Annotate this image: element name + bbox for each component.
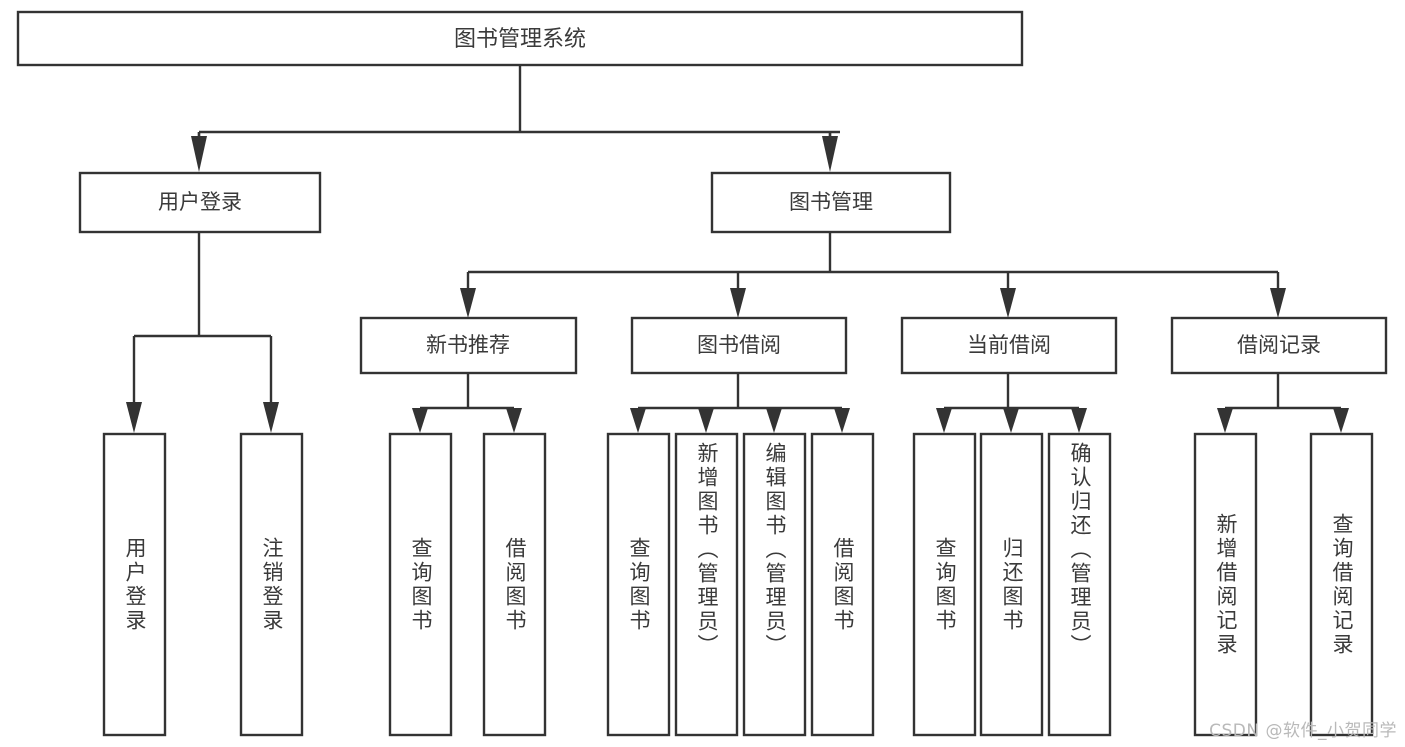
arrow-into-leaf-user-login xyxy=(126,402,142,433)
node-borrow-record[interactable] xyxy=(1170,316,1388,375)
node-root-label: 图书管理系统 xyxy=(454,27,586,52)
arrow-into-new-book-recommend xyxy=(460,288,476,318)
node-leaf-borrow-book-2[interactable] xyxy=(810,432,875,737)
node-leaf-user-login[interactable] xyxy=(102,432,167,737)
node-leaf-query-book-2[interactable] xyxy=(606,432,671,737)
arrow-into-leaf-add-book xyxy=(698,408,714,433)
arrow-into-leaf-return-book xyxy=(1003,408,1019,433)
node-leaf-confirm-return[interactable] xyxy=(1047,432,1112,737)
node-new-book-recommend-label: 新书推荐 xyxy=(426,333,510,357)
node-leaf-query-book-3[interactable] xyxy=(912,432,977,737)
node-leaf-query-book-1[interactable] xyxy=(388,432,453,737)
arrow-into-leaf-add-record xyxy=(1217,408,1233,433)
node-leaf-add-book[interactable] xyxy=(674,432,739,737)
node-book-management[interactable] xyxy=(710,171,952,234)
node-leaf-borrow-book-1[interactable] xyxy=(482,432,547,737)
arrow-into-leaf-logout xyxy=(263,402,279,433)
arrow-into-leaf-query-book-2 xyxy=(630,408,646,433)
node-current-borrow-label: 当前借阅 xyxy=(967,333,1051,357)
arrow-into-leaf-borrow-book-1 xyxy=(506,408,522,433)
arrow-into-borrow-record xyxy=(1270,288,1286,318)
arrow-into-leaf-confirm-return xyxy=(1071,408,1087,433)
node-leaf-return-book[interactable] xyxy=(979,432,1044,737)
arrow-into-leaf-query-record xyxy=(1333,408,1349,433)
node-current-borrow[interactable] xyxy=(900,316,1118,375)
node-new-book-recommend[interactable] xyxy=(359,316,578,375)
arrow-into-book-management xyxy=(822,136,838,172)
node-leaf-query-record[interactable] xyxy=(1309,432,1374,737)
node-book-management-label: 图书管理 xyxy=(789,190,873,214)
arrow-into-leaf-query-book-3 xyxy=(936,408,952,433)
arrow-into-leaf-query-book-1 xyxy=(412,408,428,433)
node-book-borrow[interactable] xyxy=(630,316,848,375)
arrow-into-book-borrow xyxy=(730,288,746,318)
arrow-into-leaf-edit-book xyxy=(766,408,782,433)
node-leaf-add-record[interactable] xyxy=(1193,432,1258,737)
node-leaf-logout[interactable] xyxy=(239,432,304,737)
arrow-into-leaf-borrow-book-2 xyxy=(834,408,850,433)
arrow-into-user-login xyxy=(191,136,207,172)
node-user-login[interactable] xyxy=(78,171,322,234)
node-layer: 图书管理系统 用户登录 图书管理 新书推荐 图书借阅 当前借阅 借阅记录 xyxy=(16,10,1388,737)
csdn-watermark: CSDN @软件_小贺同学 xyxy=(1209,721,1397,741)
node-root[interactable] xyxy=(16,10,1024,67)
node-user-login-label: 用户登录 xyxy=(158,190,242,214)
node-leaf-edit-book[interactable] xyxy=(742,432,807,737)
arrow-into-current-borrow xyxy=(1000,288,1016,318)
node-borrow-record-label: 借阅记录 xyxy=(1237,333,1321,357)
node-book-borrow-label: 图书借阅 xyxy=(697,333,781,357)
connector-layer xyxy=(126,65,1349,433)
